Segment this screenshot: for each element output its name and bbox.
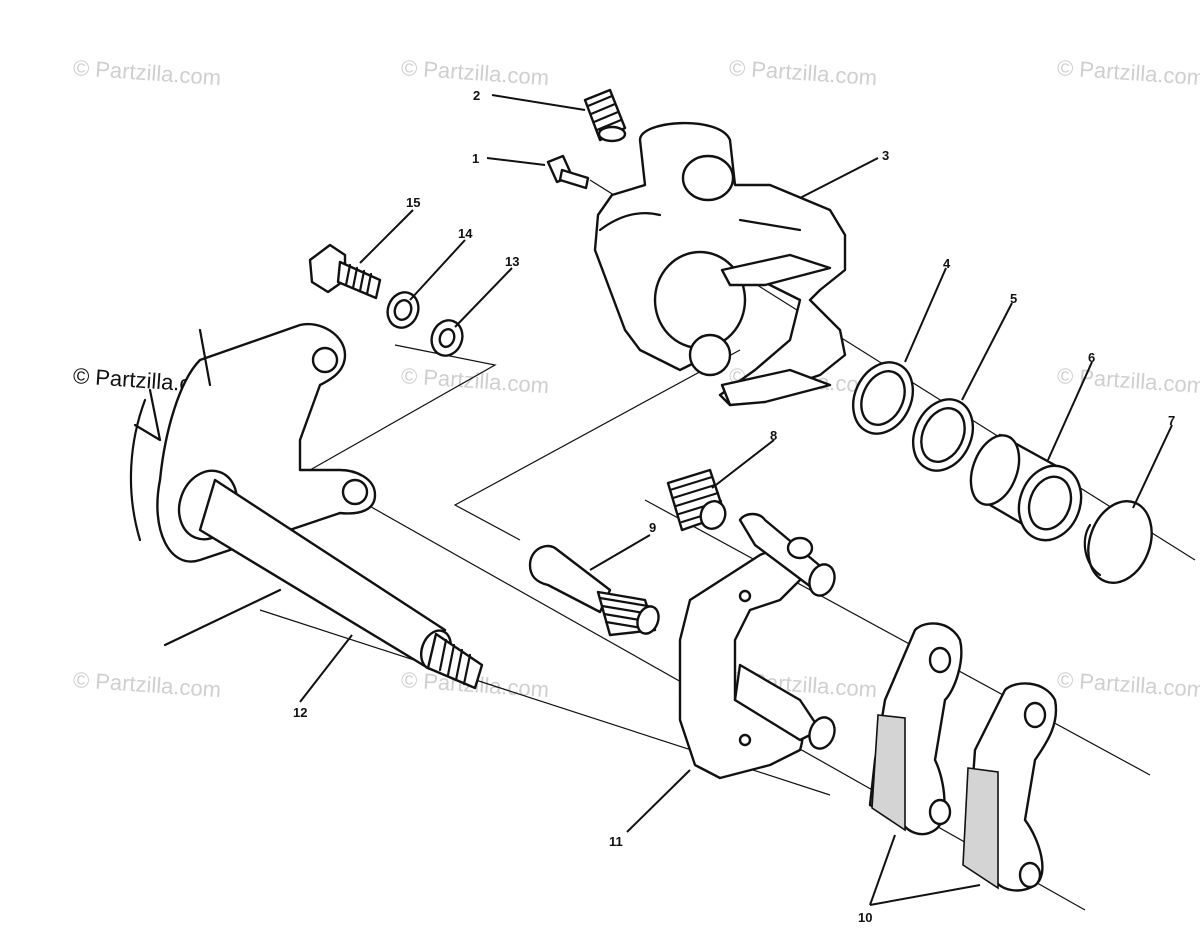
- part-1-bleeder-valve: [546, 154, 590, 190]
- callout-9: 9: [649, 520, 656, 535]
- part-4-seal: [851, 361, 915, 435]
- callout-14: 14: [458, 226, 473, 241]
- part-5-seal: [911, 398, 975, 472]
- part-13-washer: [430, 319, 464, 357]
- callout-labels: 2 1 3 4 5 6 7 8 9 10 11 12 13 14 15: [293, 88, 1175, 925]
- part-14-lock-washer: [386, 291, 420, 329]
- callout-13: 13: [505, 254, 519, 269]
- callout-8: 8: [770, 428, 777, 443]
- part-7-dust-cap: [1083, 500, 1153, 584]
- part-10-brake-pads: [868, 622, 1058, 892]
- callout-6: 6: [1088, 350, 1095, 365]
- callout-1: 1: [472, 151, 479, 166]
- part-3-caliper-body: [593, 121, 847, 407]
- callout-7: 7: [1168, 413, 1175, 428]
- part-2-bleeder-screw: [583, 88, 627, 143]
- callout-3: 3: [882, 148, 889, 163]
- part-8-spring: [666, 468, 727, 532]
- callout-leaders: [299, 94, 1173, 906]
- callout-15: 15: [406, 195, 420, 210]
- callout-10: 10: [858, 910, 872, 925]
- callout-2: 2: [473, 88, 480, 103]
- callout-4: 4: [943, 256, 951, 271]
- callout-11: 11: [609, 834, 623, 849]
- part-12-guide-pin: [163, 469, 484, 690]
- part-6-piston: [969, 433, 1083, 542]
- callout-12: 12: [293, 705, 307, 720]
- part-11-caliper-bracket: [678, 512, 836, 780]
- part-9-pin: [528, 544, 660, 637]
- callout-5: 5: [1010, 291, 1017, 306]
- part-15-bolt: [308, 243, 382, 300]
